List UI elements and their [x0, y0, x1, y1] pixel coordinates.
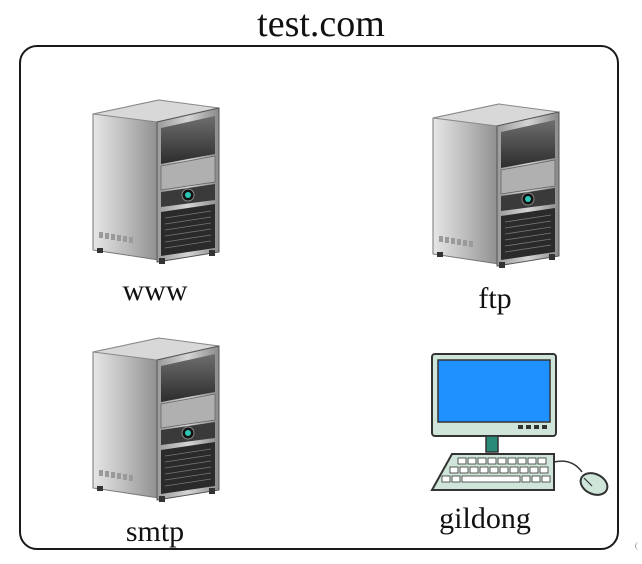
- domain-boundary: [19, 45, 619, 550]
- node-smtp: smtp: [80, 330, 230, 560]
- node-label: gildong: [439, 502, 531, 535]
- node-label: www: [122, 274, 188, 307]
- desktop-computer-icon: [430, 353, 609, 496]
- server-tower-icon: [85, 330, 225, 505]
- node-label: smtp: [125, 515, 185, 548]
- node-www: www: [80, 92, 230, 322]
- node-gildong: gildong: [420, 350, 620, 550]
- corner-mark: [635, 542, 642, 550]
- server-tower-icon: [85, 92, 225, 267]
- node-label: ftp: [478, 282, 512, 315]
- server-tower-icon: [425, 96, 565, 271]
- diagram-title: test.com: [257, 3, 385, 45]
- node-ftp: ftp: [420, 96, 570, 326]
